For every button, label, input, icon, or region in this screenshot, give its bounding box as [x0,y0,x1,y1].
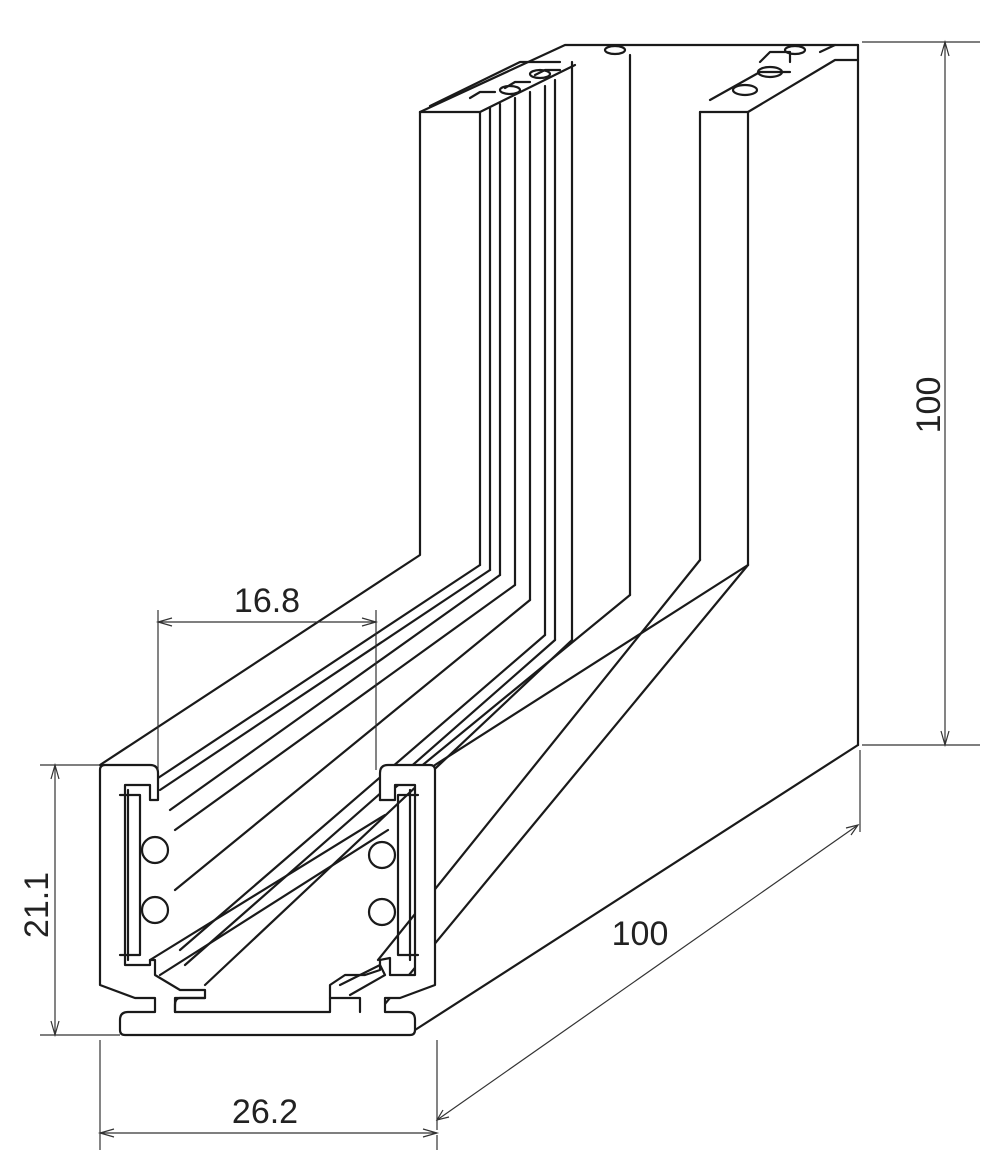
conductor-right-lower [367,897,397,927]
vertical-leg [98,43,860,767]
dimensions: 100 100 16.8 21.1 26.2 [18,39,980,1150]
dim-label-profile-height: 21.1 [18,872,56,938]
profile-cross-section [98,763,437,1037]
horizontal-leg [148,558,860,1032]
dim-label-inner-width: 16.8 [234,582,300,620]
conductor-left-upper [140,835,170,865]
dim-label-vertical-height: 100 [910,377,948,434]
dim-label-profile-width: 26.2 [232,1093,298,1131]
conductor-right-upper [367,840,397,870]
conductor-left-lower [140,895,170,925]
dim-label-horizontal-length: 100 [612,915,669,953]
